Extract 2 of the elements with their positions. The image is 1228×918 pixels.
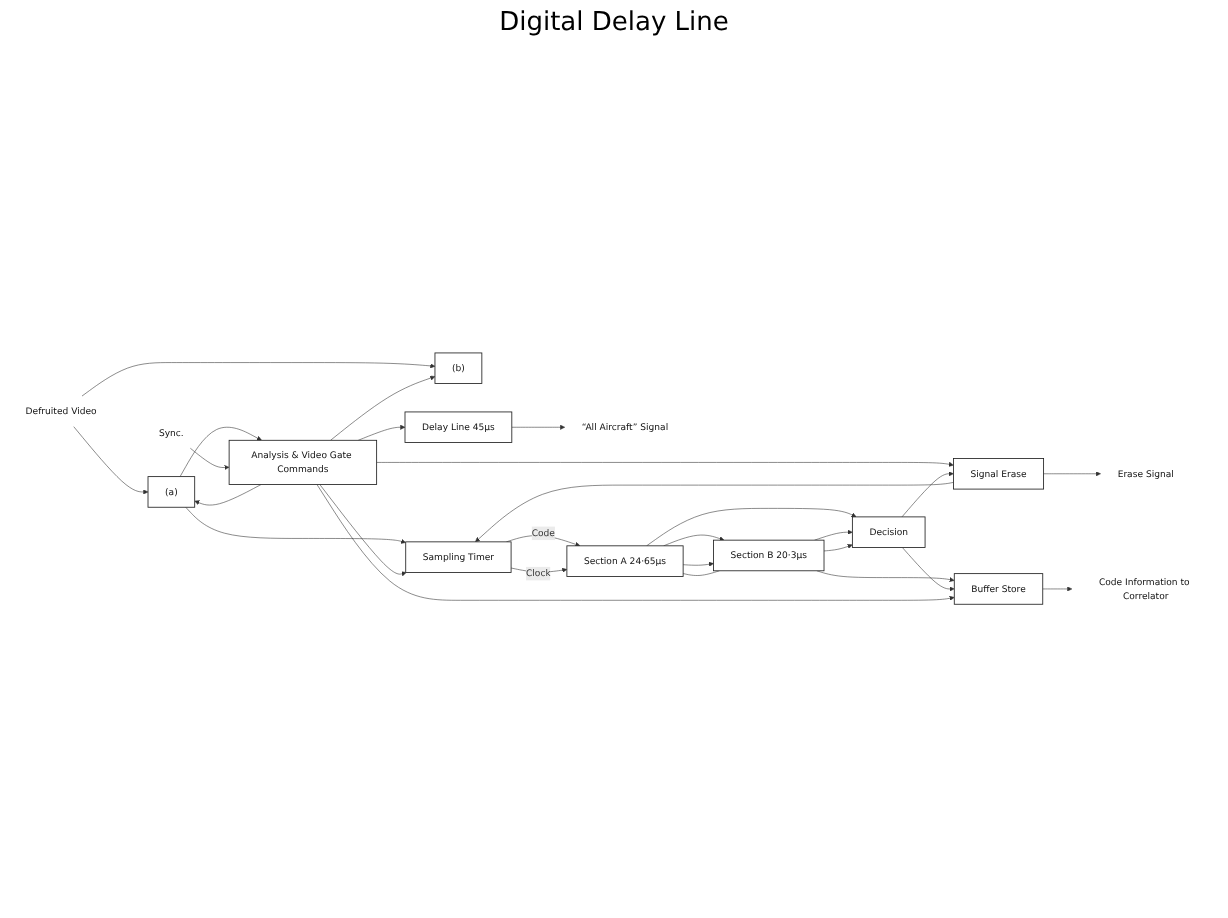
connector <box>682 570 720 576</box>
annotation-label: Digital Delay Line <box>499 8 729 38</box>
